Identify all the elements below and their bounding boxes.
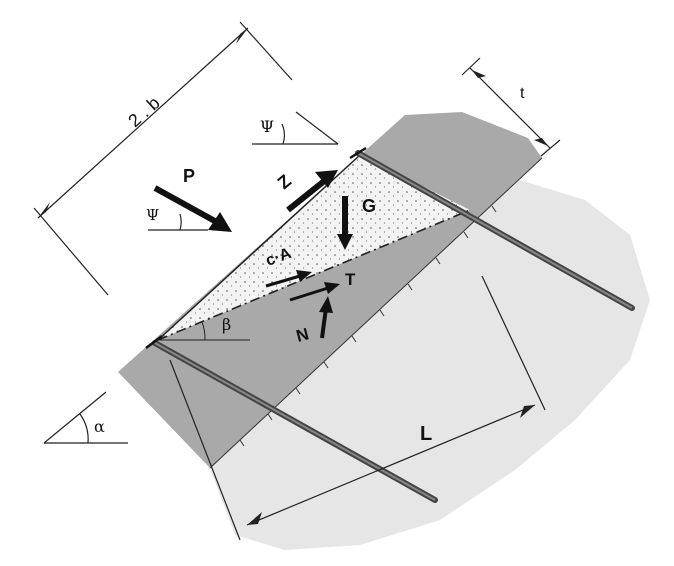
tension-arrow-head [315, 170, 338, 188]
normal-arrow-head [319, 296, 333, 313]
wedge-texture [158, 155, 470, 340]
shear-label: T [345, 270, 356, 289]
layer-bottom-boundary [209, 157, 543, 469]
width-label: 2 . b [124, 93, 163, 131]
load-angle-symbol-lower [148, 213, 208, 231]
tension-arrow [286, 175, 330, 213]
shear-arrow [289, 286, 329, 302]
cohesion-arrow-head [296, 270, 312, 282]
anchor-lower-core [154, 342, 436, 501]
dimension-thickness-arrow-end [534, 138, 548, 146]
dimension-spacing [169, 275, 546, 541]
anchor-upper-core [357, 152, 633, 309]
dimension-thickness-arrow-start [472, 70, 486, 78]
dimension-spacing-arrow-start [247, 512, 262, 525]
dimension-width [33, 21, 293, 296]
slope-angle-symbol [43, 391, 128, 444]
dimension-width-arrow-start [38, 202, 50, 218]
slope-angle-label: α [94, 417, 105, 436]
weight-label: G [362, 196, 376, 216]
spacing-label: L [420, 423, 432, 445]
slip-angle-label: β [222, 315, 231, 334]
load-angle-symbol-upper [252, 111, 339, 145]
tension-label: Z [274, 171, 295, 193]
weight-arrow-head [337, 234, 353, 250]
dimension-thickness [461, 57, 561, 157]
cohesion-arrow [265, 274, 301, 288]
anchor-lower-head [145, 335, 163, 349]
thickness-label: t [520, 85, 525, 102]
slip-plane-line [157, 209, 471, 341]
ground-mass [205, 180, 650, 550]
load-arrow [153, 185, 224, 228]
load-arrow-head [208, 212, 232, 232]
normal-arrow [320, 307, 328, 339]
layer-bottom-ticks [239, 205, 497, 447]
shear-arrow-head [324, 282, 340, 294]
normal-label: N [294, 324, 311, 346]
load-angle-label-upper: Ψ [260, 117, 274, 136]
anchor-upper-head [349, 146, 367, 160]
dimension-width-arrow-end [236, 28, 248, 44]
load-angle-label-lower: Ψ [146, 206, 159, 224]
dimension-spacing-arrow-end [520, 405, 535, 418]
load-label: P [183, 166, 195, 186]
slip-angle-symbol [158, 321, 250, 341]
